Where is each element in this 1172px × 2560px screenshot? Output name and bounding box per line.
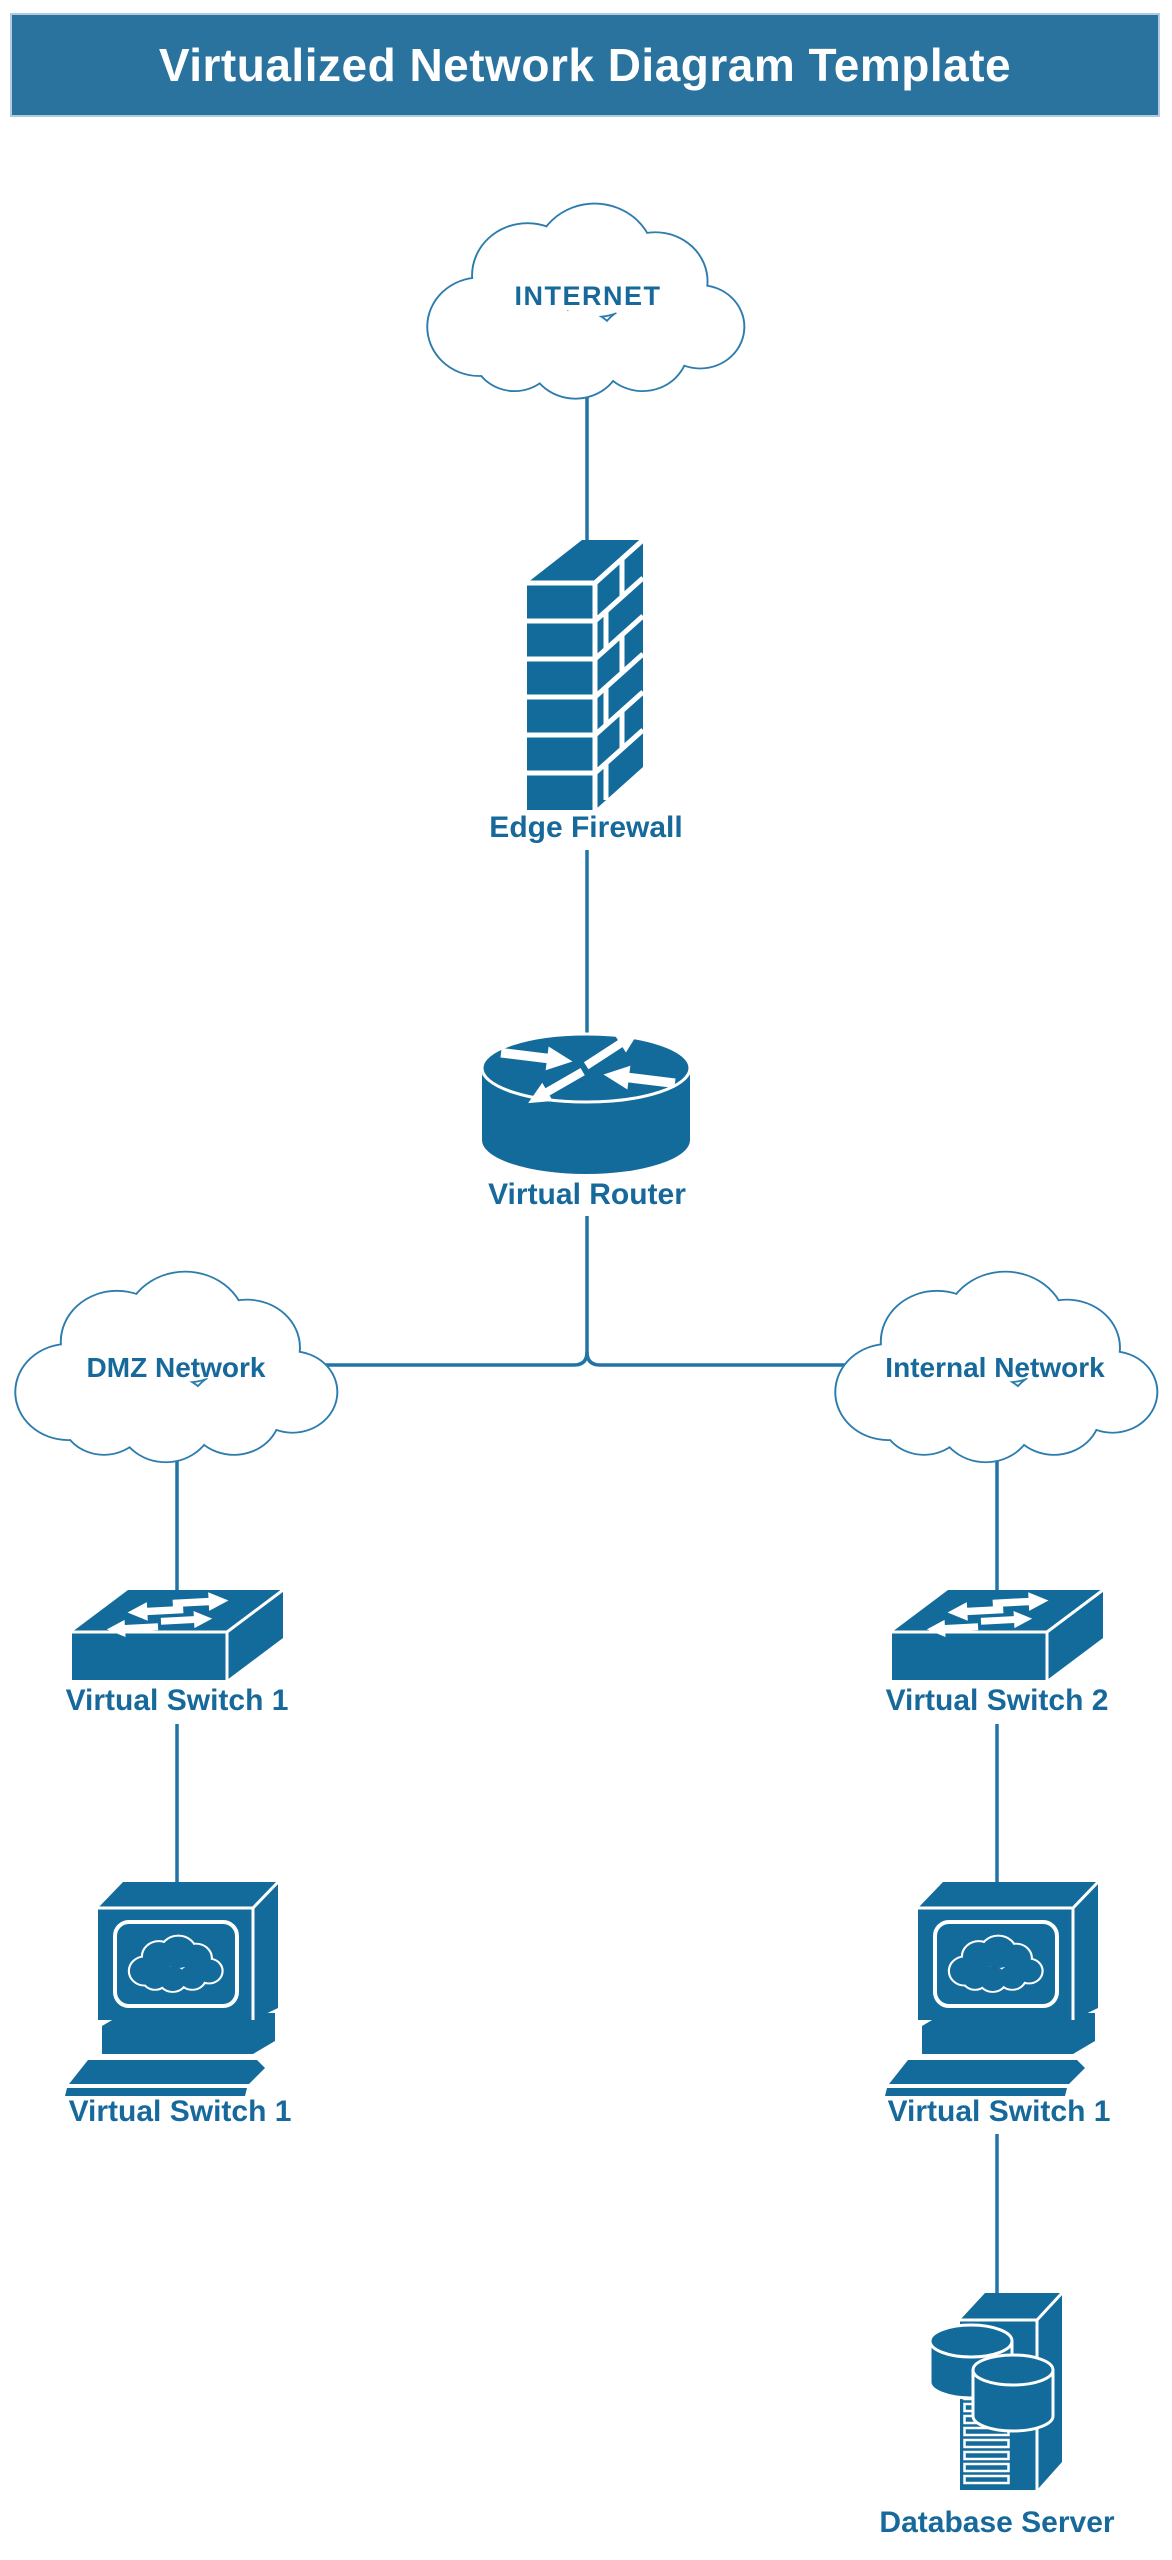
database-server-label: Database Server bbox=[879, 2506, 1115, 2539]
virtual-switch-1-icon bbox=[72, 1590, 283, 1680]
dmz-host-label: Virtual Switch 1 bbox=[68, 2095, 292, 2128]
dmz-host-icon bbox=[65, 1882, 278, 2096]
virtual-switch-2-label: Virtual Switch 2 bbox=[885, 1684, 1109, 1717]
firewall-icon bbox=[527, 538, 645, 810]
internal-host-label: Virtual Switch 1 bbox=[887, 2095, 1111, 2128]
virtual-switch-1-label: Virtual Switch 1 bbox=[65, 1684, 289, 1717]
router-icon bbox=[480, 1022, 692, 1174]
edge-router-internal bbox=[585, 1351, 880, 1367]
edge-router-dmz bbox=[300, 1216, 589, 1367]
internet-label: INTERNET bbox=[514, 281, 662, 311]
dmz-network-label: DMZ Network bbox=[86, 1352, 266, 1383]
virtual-router-label: Virtual Router bbox=[488, 1178, 686, 1211]
virtual-switch-2-icon bbox=[892, 1590, 1103, 1680]
edge-firewall-label: Edge Firewall bbox=[489, 811, 683, 844]
internal-host-icon bbox=[885, 1882, 1098, 2096]
title-banner: Virtualized Network Diagram Template bbox=[10, 13, 1160, 117]
database-server-icon bbox=[928, 2291, 1064, 2490]
page-title: Virtualized Network Diagram Template bbox=[158, 39, 1012, 91]
internal-network-label: Internal Network bbox=[885, 1352, 1105, 1383]
